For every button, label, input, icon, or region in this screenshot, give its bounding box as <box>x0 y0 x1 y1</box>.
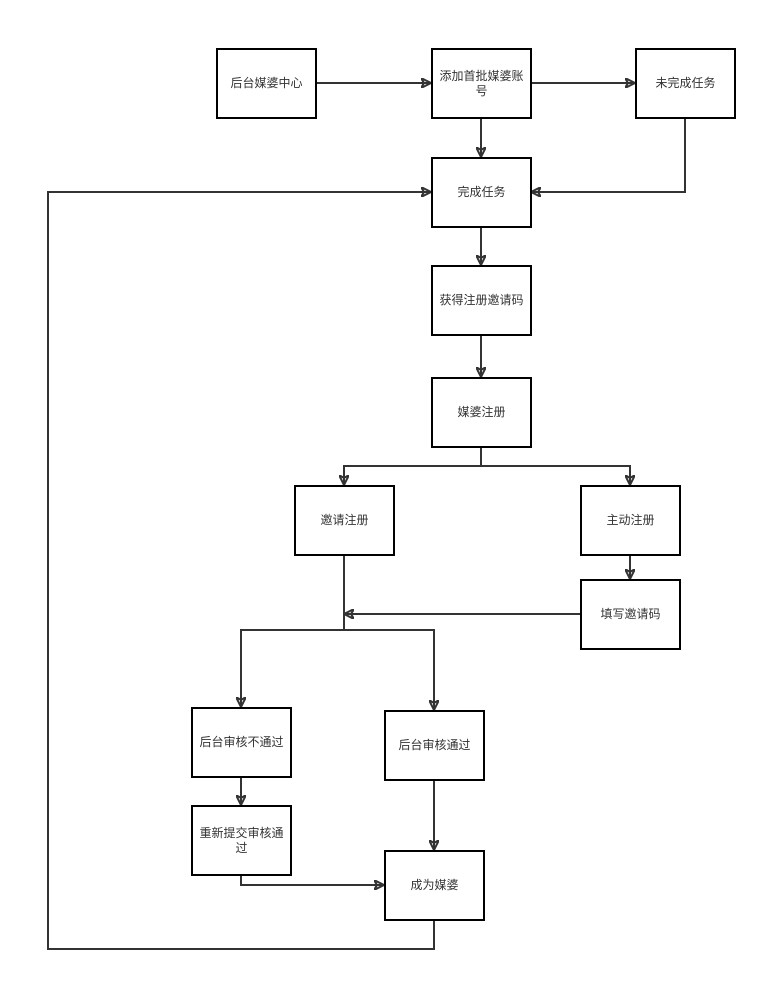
node-label: 未完成任务 <box>655 76 716 90</box>
node-backend-matchmaker-center[interactable]: 后台媒婆中心 <box>216 48 317 119</box>
node-label: 完成任务 <box>457 185 506 199</box>
node-label: 填写邀请码 <box>600 607 661 621</box>
node-label: 后台审核不通过 <box>199 735 284 749</box>
node-label: 成为媒婆 <box>410 878 459 892</box>
node-task-not-completed[interactable]: 未完成任务 <box>635 48 736 119</box>
node-label: 获得注册邀请码 <box>439 293 524 307</box>
node-task-completed[interactable]: 完成任务 <box>431 157 532 228</box>
node-review-approved[interactable]: 后台审核通过 <box>384 710 485 781</box>
node-matchmaker-register[interactable]: 媒婆注册 <box>431 377 532 448</box>
node-label: 媒婆注册 <box>457 405 506 419</box>
node-self-register[interactable]: 主动注册 <box>580 485 681 556</box>
edge-register-to-self-register <box>481 465 630 484</box>
node-label: 重新提交审核通过 <box>199 825 284 855</box>
node-label: 主动注册 <box>606 513 655 527</box>
node-invite-register[interactable]: 邀请注册 <box>294 485 395 556</box>
node-become-matchmaker[interactable]: 成为媒婆 <box>384 850 485 921</box>
node-get-invite-code[interactable]: 获得注册邀请码 <box>431 265 532 336</box>
edge-become-matchmaker-loop-to-completed <box>47 192 435 950</box>
node-label: 邀请注册 <box>320 513 369 527</box>
node-review-rejected[interactable]: 后台审核不通过 <box>191 707 292 778</box>
node-label: 后台审核通过 <box>398 738 471 752</box>
node-fill-invite-code[interactable]: 填写邀请码 <box>580 579 681 650</box>
edge-not-completed-to-completed <box>532 118 686 192</box>
edge-resubmit-to-become-matchmaker <box>240 875 383 885</box>
edge-merge-to-review-rejected <box>241 629 344 706</box>
node-label: 添加首批媒婆账号 <box>439 68 524 98</box>
node-resubmit-review[interactable]: 重新提交审核通过 <box>191 805 292 876</box>
node-add-first-batch-accounts[interactable]: 添加首批媒婆账号 <box>431 48 532 119</box>
node-label: 后台媒婆中心 <box>230 76 303 90</box>
edge-register-to-invite-register <box>344 465 481 484</box>
edge-merge-to-review-approved <box>344 629 434 709</box>
